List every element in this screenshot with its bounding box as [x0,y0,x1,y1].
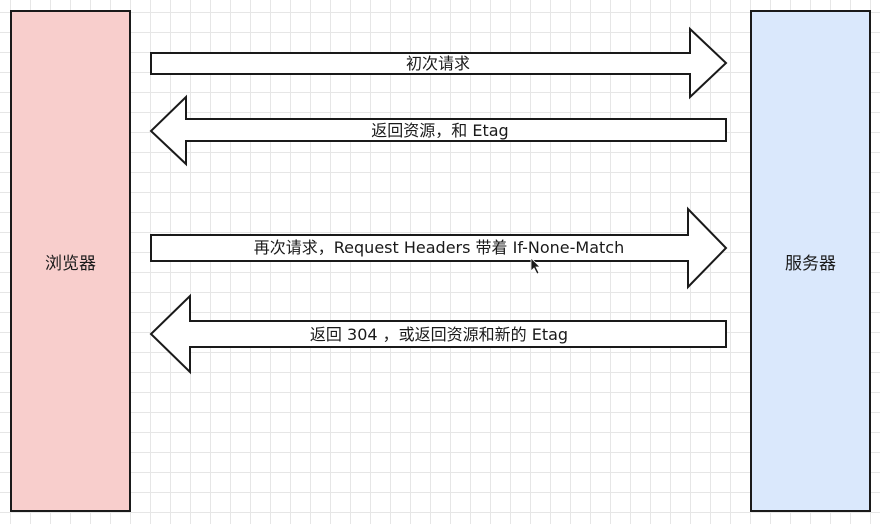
mouse-cursor-icon [530,257,541,275]
response-arrow-1 [149,94,727,167]
message-label-3: 再次请求，Request Headers 带着 If-None-Match [253,238,625,257]
request-arrow-1 [150,26,728,100]
message-label-2: 返回资源，和 Etag [371,121,509,140]
request-arrow-2 [150,206,728,290]
message-label-4: 返回 304 ，或返回资源和新的 Etag [309,325,569,344]
message-label-1: 初次请求 [405,54,471,73]
response-arrow-2 [149,293,727,375]
server-node: 服务器 [750,10,871,512]
browser-node: 浏览器 [10,10,131,512]
browser-label: 浏览器 [45,253,96,274]
server-label: 服务器 [785,253,836,274]
